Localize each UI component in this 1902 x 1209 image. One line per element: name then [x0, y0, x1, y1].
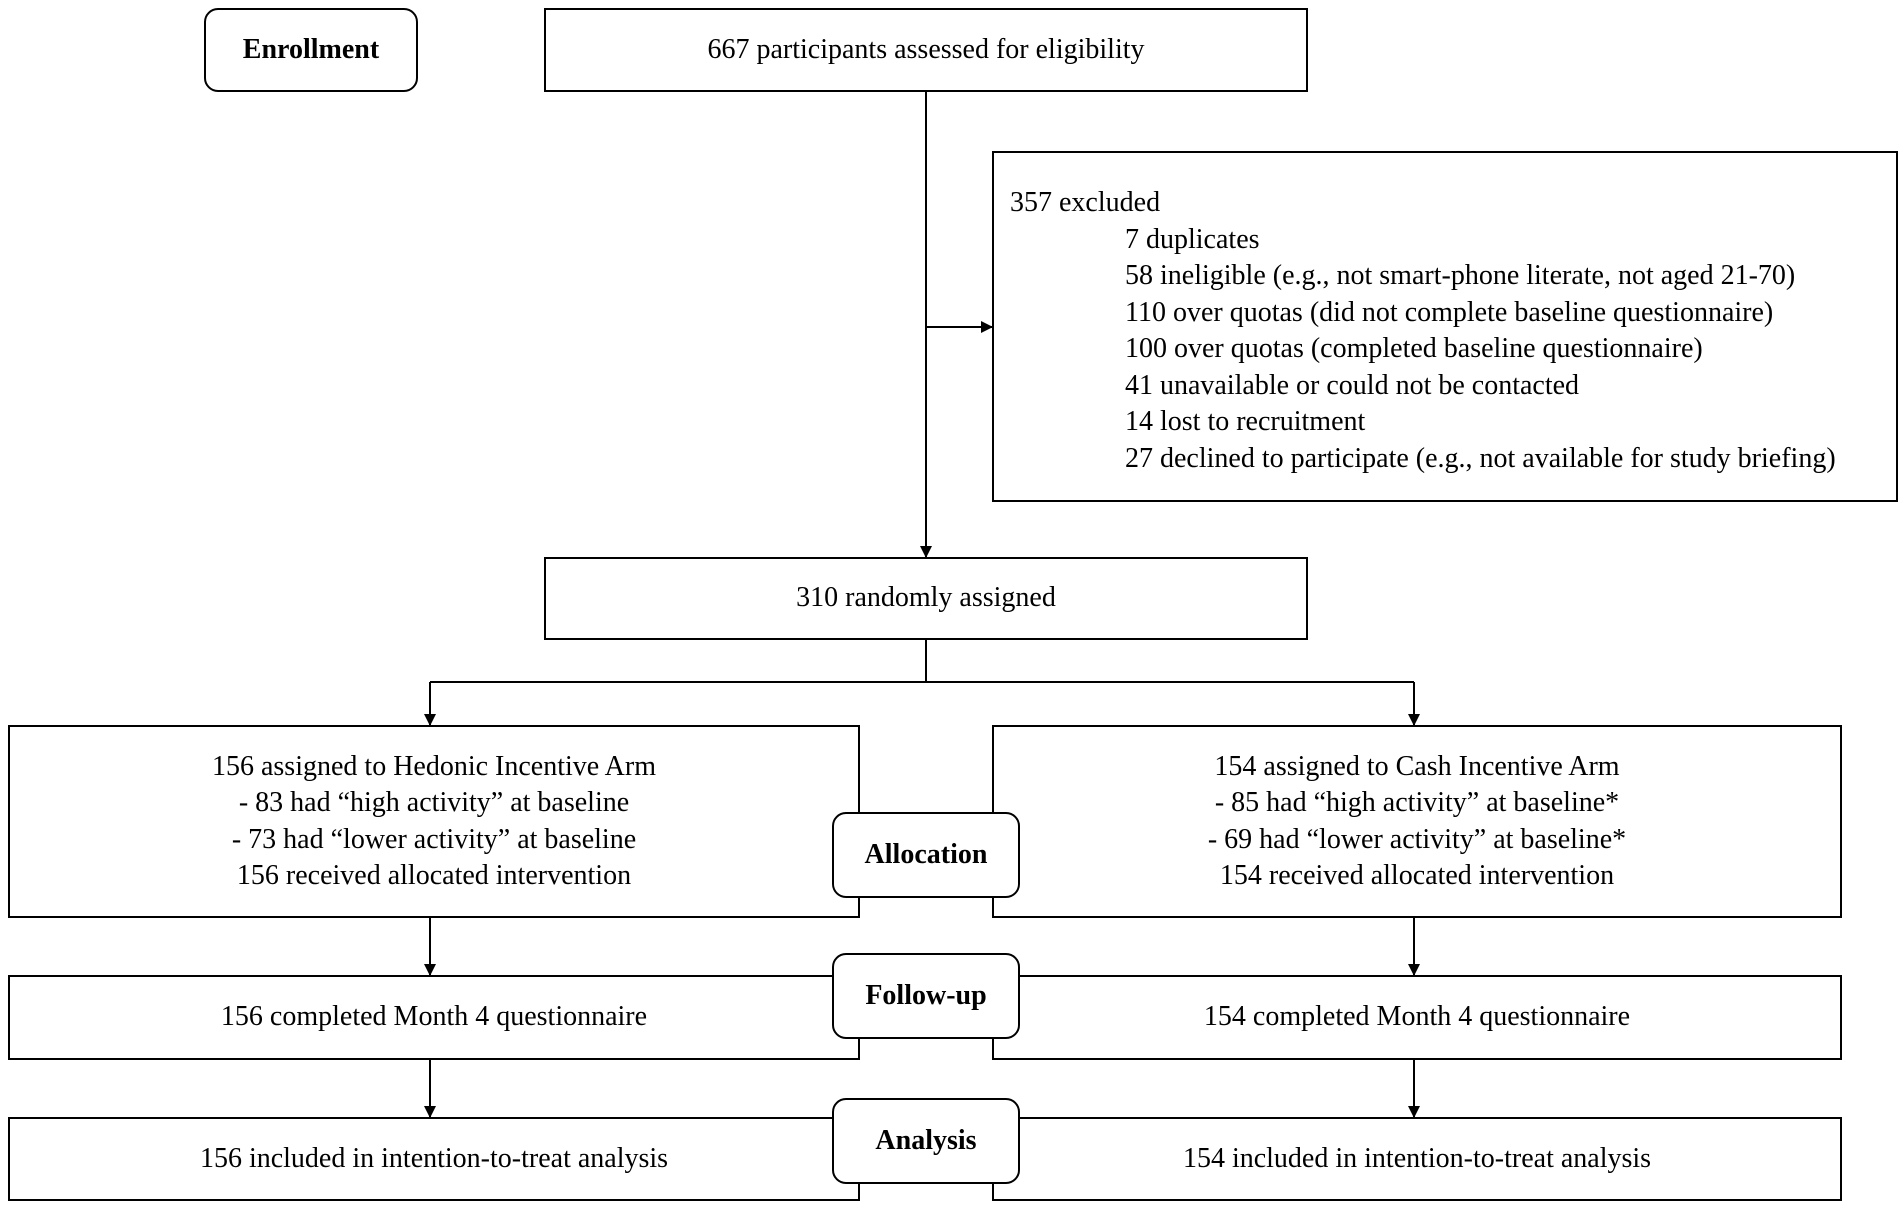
hedonic-followup-box: 156 completed Month 4 questionnaire [8, 975, 860, 1060]
exclusion-reason: 100 over quotas (completed baseline ques… [1125, 333, 1703, 364]
assessed-box: 667 participants assessed for eligibilit… [544, 8, 1308, 92]
hedonic-analysis-box: 156 included in intention-to-treat analy… [8, 1117, 860, 1201]
cash-received-text: 154 received allocated intervention [1219, 860, 1615, 891]
hedonic-assigned-text: 156 assigned to Hedonic Incentive Arm [211, 750, 656, 782]
hedonic-lower-activity-text: - 73 had “lower activity” at baseline [231, 823, 637, 855]
cash-followup-text: 154 completed Month 4 questionnaire [1203, 1001, 1631, 1033]
randomized-box: 310 randomly assigned [544, 557, 1308, 640]
hedonic-allocation-box: 156 assigned to Hedonic Incentive Arm - … [8, 725, 860, 918]
exclusion-reason: 41 unavailable or could not be contacted [1125, 369, 1580, 401]
cash-analysis-box: 154 included in intention-to-treat analy… [992, 1117, 1842, 1201]
hedonic-high-activity-text: - 83 had “high activity” at baseline [238, 787, 630, 818]
cash-analysis-text: 154 included in intention-to-treat analy… [1182, 1142, 1652, 1174]
excluded-box: 357 excluded 7 duplicates 58 ineligible … [992, 151, 1898, 502]
stage-analysis-label: Analysis [832, 1098, 1020, 1184]
cash-high-activity-text: - 85 had “high activity” at baseline* [1214, 787, 1620, 818]
exclusion-reason: 7 duplicates [1125, 223, 1260, 255]
hedonic-analysis-text: 156 included in intention-to-treat analy… [199, 1142, 669, 1174]
randomized-text: 310 randomly assigned [796, 582, 1056, 614]
hedonic-received-text: 156 received allocated intervention [236, 860, 632, 891]
stage-allocation-label: Allocation [832, 812, 1020, 898]
exclusion-reason: 110 over quotas (did not complete baseli… [1125, 296, 1774, 328]
assessed-text: 667 participants assessed for eligibilit… [707, 33, 1145, 65]
exclusion-reason: 58 ineligible (e.g., not smart-phone lit… [1125, 260, 1796, 291]
stage-followup-label: Follow-up [832, 953, 1020, 1039]
cash-assigned-text: 154 assigned to Cash Incentive Arm [1214, 750, 1620, 782]
hedonic-followup-text: 156 completed Month 4 questionnaire [220, 1001, 648, 1033]
cash-followup-box: 154 completed Month 4 questionnaire [992, 975, 1842, 1060]
cash-allocation-box: 154 assigned to Cash Incentive Arm - 85 … [992, 725, 1842, 918]
exclusion-reason: 14 lost to recruitment [1125, 406, 1366, 437]
cash-lower-activity-text: - 69 had “lower activity” at baseline* [1207, 823, 1627, 855]
excluded-title: 357 excluded [1010, 187, 1161, 218]
stage-enrollment-label: Enrollment [204, 8, 418, 92]
exclusion-reason: 27 declined to participate (e.g., not av… [1125, 442, 1836, 474]
